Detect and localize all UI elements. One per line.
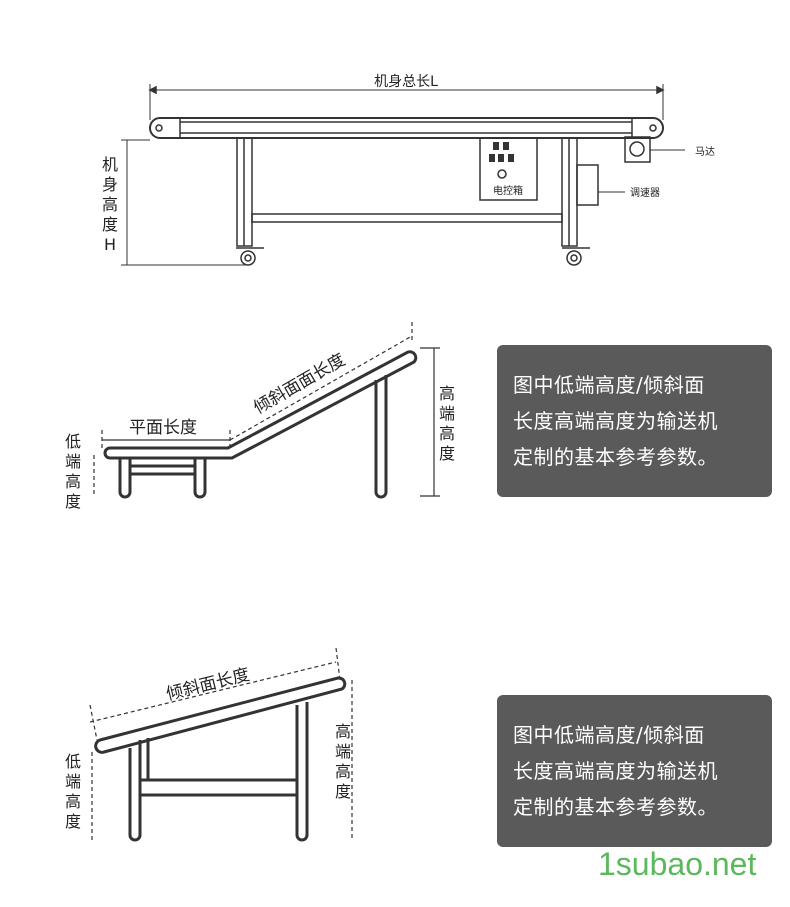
control-box — [479, 137, 538, 201]
note-box-bottom: 图中低端高度/倾斜面 长度高端高度为输送机 定制的基本参考参数。 — [497, 695, 772, 847]
note-line: 图中低端高度/倾斜面 — [513, 723, 705, 747]
high-end-height-label: 高端高度 — [438, 384, 455, 463]
flat-length-label: 平面长度 — [129, 418, 197, 438]
bottom-conveyor-drawing: 倾斜面长度 — [89, 647, 353, 843]
high-end-height-label-bottom: 高端高度 — [334, 722, 351, 801]
watermark: 1subao.net — [598, 846, 757, 882]
note-line: 定制的基本参考参数。 — [513, 795, 718, 819]
total-length-label: 机身总长L — [374, 74, 438, 90]
note-line: 长度高端高度为输送机 — [513, 409, 718, 433]
note-line: 长度高端高度为输送机 — [513, 759, 718, 783]
low-end-height-label-bottom: 低端高度 — [64, 752, 81, 831]
speed-controller-label: 调速器 — [630, 187, 660, 199]
body-height-label: 机身高度H — [101, 155, 118, 254]
motor-label: 马达 — [695, 146, 715, 158]
motor-icon — [624, 136, 651, 163]
incline-length-label-bottom: 倾斜面长度 — [164, 665, 251, 705]
control-box-label: 电控箱 — [493, 184, 523, 197]
low-end-height-label: 低端高度 — [64, 432, 81, 511]
note-line: 图中低端高度/倾斜面 — [513, 373, 705, 397]
note-box-middle: 图中低端高度/倾斜面 长度高端高度为输送机 定制的基本参考参数。 — [497, 345, 772, 497]
middle-conveyor-drawing: 平面长度 倾斜面面长度 — [93, 322, 440, 499]
top-conveyor-drawing: 机身总长L 电控箱 马达 调速器 — [121, 74, 715, 266]
note-line: 定制的基本参考参数。 — [513, 445, 718, 469]
